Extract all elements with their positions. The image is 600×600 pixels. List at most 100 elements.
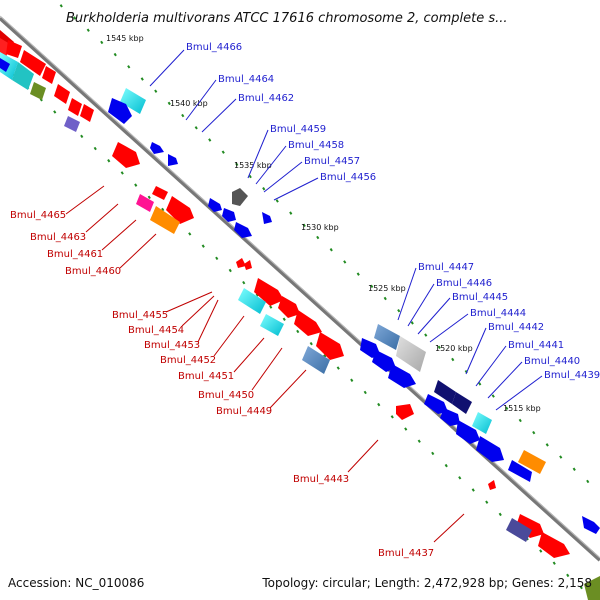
gene-label[interactable]: Bmul_4465	[10, 210, 66, 221]
gene-feature[interactable]	[136, 194, 154, 212]
gene-feature[interactable]	[302, 346, 330, 374]
tick-mark	[579, 585, 583, 590]
gene-feature[interactable]	[0, 58, 10, 72]
gene-feature[interactable]	[152, 186, 168, 200]
gene-feature[interactable]	[244, 260, 252, 270]
gene-feature[interactable]	[20, 50, 46, 76]
gene-feature[interactable]	[232, 188, 248, 206]
upper-gene-labels: Bmul_4466 Bmul_4464 Bmul_4462 Bmul_4459 …	[149, 42, 600, 411]
gene-feature[interactable]	[120, 88, 146, 114]
genome-summary: Topology: circular; Length: 2,472,928 bp…	[261, 576, 592, 590]
gene-feature[interactable]	[278, 296, 300, 318]
gene-label[interactable]: Bmul_4449	[216, 406, 272, 417]
gene-label[interactable]: Bmul_4462	[238, 93, 294, 104]
gene-feature[interactable]	[472, 412, 492, 434]
tick-mark	[248, 174, 252, 179]
gene-feature[interactable]	[236, 258, 246, 268]
gene-feature[interactable]	[488, 480, 496, 490]
tick-mark	[518, 418, 522, 423]
gene-feature[interactable]	[584, 576, 600, 600]
gene-feature[interactable]	[254, 278, 284, 306]
gene-feature[interactable]	[374, 324, 400, 350]
gene-feature[interactable]	[208, 198, 222, 212]
gene-label[interactable]: Bmul_4457	[304, 156, 360, 167]
gene-feature[interactable]	[538, 532, 570, 558]
gene-label[interactable]: Bmul_4444	[470, 308, 526, 319]
kbp-label: 1520 kbp	[435, 344, 473, 353]
gene-feature[interactable]	[456, 420, 480, 444]
gene-feature[interactable]	[372, 350, 396, 372]
gene-feature[interactable]	[166, 196, 194, 224]
tick-mark	[309, 341, 313, 346]
gene-label[interactable]: Bmul_4437	[378, 548, 434, 559]
gene-label[interactable]: Bmul_4460	[65, 266, 121, 277]
gene-label[interactable]: Bmul_4447	[418, 262, 474, 273]
tick-mark	[566, 573, 570, 578]
gene-label[interactable]: Bmul_4456	[320, 172, 376, 183]
gene-label[interactable]: Bmul_4455	[112, 310, 168, 321]
gene-feature[interactable]	[294, 310, 322, 336]
tick-mark	[444, 463, 448, 468]
gene-feature[interactable]	[108, 98, 132, 124]
gene-feature[interactable]	[0, 38, 10, 58]
gene-feature[interactable]	[388, 364, 416, 388]
gene-feature[interactable]	[68, 98, 82, 116]
gene-label[interactable]: Bmul_4441	[508, 340, 564, 351]
gene-feature[interactable]	[112, 142, 140, 168]
gene-label[interactable]: Bmul_4463	[30, 232, 86, 243]
gene-feature[interactable]	[222, 208, 236, 222]
gene-label[interactable]: Bmul_4446	[436, 278, 492, 289]
gene-feature[interactable]	[168, 154, 178, 166]
tick-mark	[80, 134, 84, 139]
gene-feature[interactable]	[434, 380, 456, 404]
gene-label[interactable]: Bmul_4466	[186, 42, 242, 53]
gene-label[interactable]: Bmul_4451	[178, 371, 234, 382]
gene-feature[interactable]	[396, 404, 414, 420]
gene-label[interactable]: Bmul_4445	[452, 292, 508, 303]
gene-label[interactable]: Bmul_4442	[488, 322, 544, 333]
gene-label[interactable]: Bmul_4454	[128, 325, 184, 336]
gene-feature[interactable]	[476, 436, 504, 462]
gene-label[interactable]: Bmul_4443	[293, 474, 349, 485]
gene-feature[interactable]	[440, 408, 460, 426]
gene-feature[interactable]	[80, 104, 94, 122]
kbp-label: 1515 kbp	[503, 404, 541, 413]
gene-label[interactable]: Bmul_4450	[198, 390, 254, 401]
tick-mark	[451, 357, 455, 362]
gene-label[interactable]: Bmul_4459	[270, 124, 326, 135]
gene-label[interactable]: Bmul_4452	[160, 355, 216, 366]
gene-label[interactable]: Bmul_4439	[544, 370, 600, 381]
gene-feature[interactable]	[6, 40, 22, 58]
gene-label[interactable]: Bmul_4440	[524, 356, 580, 367]
gene-label[interactable]: Bmul_4453	[144, 340, 200, 351]
gene-feature[interactable]	[508, 460, 532, 482]
tick-mark	[107, 159, 111, 163]
tick-mark	[86, 28, 90, 32]
gene-feature[interactable]	[54, 84, 70, 104]
gene-feature[interactable]	[260, 314, 284, 336]
upper-gene-features	[0, 30, 600, 600]
gene-feature[interactable]	[238, 288, 266, 314]
gene-label[interactable]: Bmul_4461	[47, 249, 103, 260]
gene-feature[interactable]	[262, 212, 272, 224]
gene-label[interactable]: Bmul_4458	[288, 140, 344, 151]
gene-feature[interactable]	[64, 116, 80, 132]
gene-feature[interactable]	[150, 142, 164, 154]
gene-feature[interactable]	[582, 516, 600, 534]
gene-feature[interactable]	[12, 62, 34, 90]
tick-mark	[545, 443, 549, 447]
gene-feature[interactable]	[452, 392, 472, 414]
tick-mark	[491, 394, 495, 398]
gene-feature[interactable]	[30, 82, 46, 100]
gene-feature[interactable]	[42, 66, 56, 84]
gene-feature[interactable]	[316, 332, 344, 360]
gene-feature[interactable]	[518, 450, 546, 474]
tick-mark	[302, 223, 306, 228]
gene-label[interactable]: Bmul_4464	[218, 74, 274, 85]
gene-feature[interactable]	[396, 336, 426, 372]
lower-gene-features	[112, 142, 570, 558]
gene-feature[interactable]	[234, 222, 252, 238]
gene-feature[interactable]	[150, 206, 180, 234]
gene-feature[interactable]	[424, 394, 448, 414]
gene-feature[interactable]	[506, 518, 532, 542]
